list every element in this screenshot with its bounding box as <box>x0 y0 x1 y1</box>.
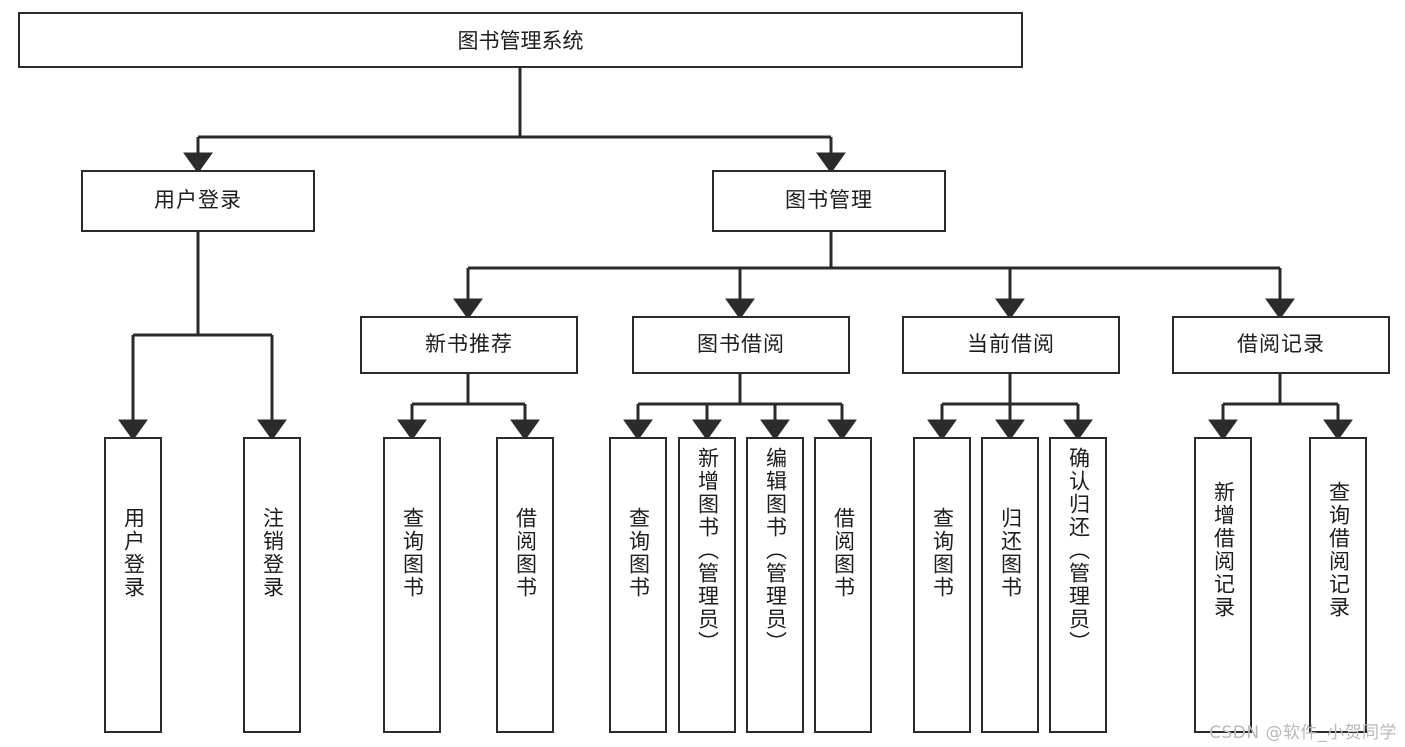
node-leaf-add-borrow-record-label: 新增借阅记录 <box>1211 481 1236 619</box>
node-leaf-query-book-cb[interactable]: 查询图书 <box>913 437 971 733</box>
node-new-book-recommend[interactable]: 新书推荐 <box>360 316 578 374</box>
node-leaf-confirm-return[interactable]: 确认归还（管理员） <box>1049 437 1107 733</box>
node-leaf-edit-book[interactable]: 编辑图书（管理员） <box>746 437 804 733</box>
node-leaf-borrow-book-bb-label: 借阅图书 <box>831 507 856 599</box>
node-leaf-query-borrow-record-label: 查询借阅记录 <box>1326 481 1351 619</box>
node-leaf-query-book-nb[interactable]: 查询图书 <box>383 437 441 733</box>
node-user-login-label: 用户登录 <box>154 188 242 213</box>
node-leaf-borrow-book-bb[interactable]: 借阅图书 <box>814 437 872 733</box>
node-leaf-add-borrow-record[interactable]: 新增借阅记录 <box>1194 437 1252 733</box>
node-book-manage-label: 图书管理 <box>785 188 873 213</box>
node-leaf-user-login-label: 用户登录 <box>121 507 146 599</box>
node-leaf-add-book[interactable]: 新增图书（管理员） <box>678 437 736 733</box>
node-current-borrow-label: 当前借阅 <box>967 332 1055 357</box>
node-leaf-logout-label: 注销登录 <box>260 507 285 599</box>
node-book-borrow-label: 图书借阅 <box>697 332 785 357</box>
node-leaf-query-book-bb-label: 查询图书 <box>626 507 651 599</box>
node-leaf-return-book-label: 归还图书 <box>998 507 1023 599</box>
node-leaf-logout[interactable]: 注销登录 <box>243 437 301 733</box>
node-leaf-edit-book-label: 编辑图书（管理员） <box>763 447 788 654</box>
node-leaf-return-book[interactable]: 归还图书 <box>981 437 1039 733</box>
node-leaf-query-book-cb-label: 查询图书 <box>930 507 955 599</box>
node-root-label: 图书管理系统 <box>457 29 584 53</box>
node-borrow-record[interactable]: 借阅记录 <box>1172 316 1390 374</box>
node-leaf-borrow-book-nb[interactable]: 借阅图书 <box>496 437 554 733</box>
node-leaf-user-login[interactable]: 用户登录 <box>104 437 162 733</box>
node-leaf-borrow-book-nb-label: 借阅图书 <box>513 507 538 599</box>
node-leaf-confirm-return-label: 确认归还（管理员） <box>1066 447 1091 654</box>
node-borrow-record-label: 借阅记录 <box>1237 332 1325 357</box>
node-new-book-recommend-label: 新书推荐 <box>425 332 513 357</box>
node-leaf-query-borrow-record[interactable]: 查询借阅记录 <box>1309 437 1367 733</box>
node-root[interactable]: 图书管理系统 <box>18 12 1023 68</box>
node-leaf-query-book-nb-label: 查询图书 <box>400 507 425 599</box>
node-book-manage[interactable]: 图书管理 <box>712 170 946 232</box>
node-book-borrow[interactable]: 图书借阅 <box>632 316 850 374</box>
node-leaf-add-book-label: 新增图书（管理员） <box>695 447 720 654</box>
node-user-login[interactable]: 用户登录 <box>81 170 315 232</box>
watermark-text: CSDN @软件_小贺同学 <box>1209 723 1397 743</box>
node-current-borrow[interactable]: 当前借阅 <box>902 316 1120 374</box>
node-leaf-query-book-bb[interactable]: 查询图书 <box>609 437 667 733</box>
